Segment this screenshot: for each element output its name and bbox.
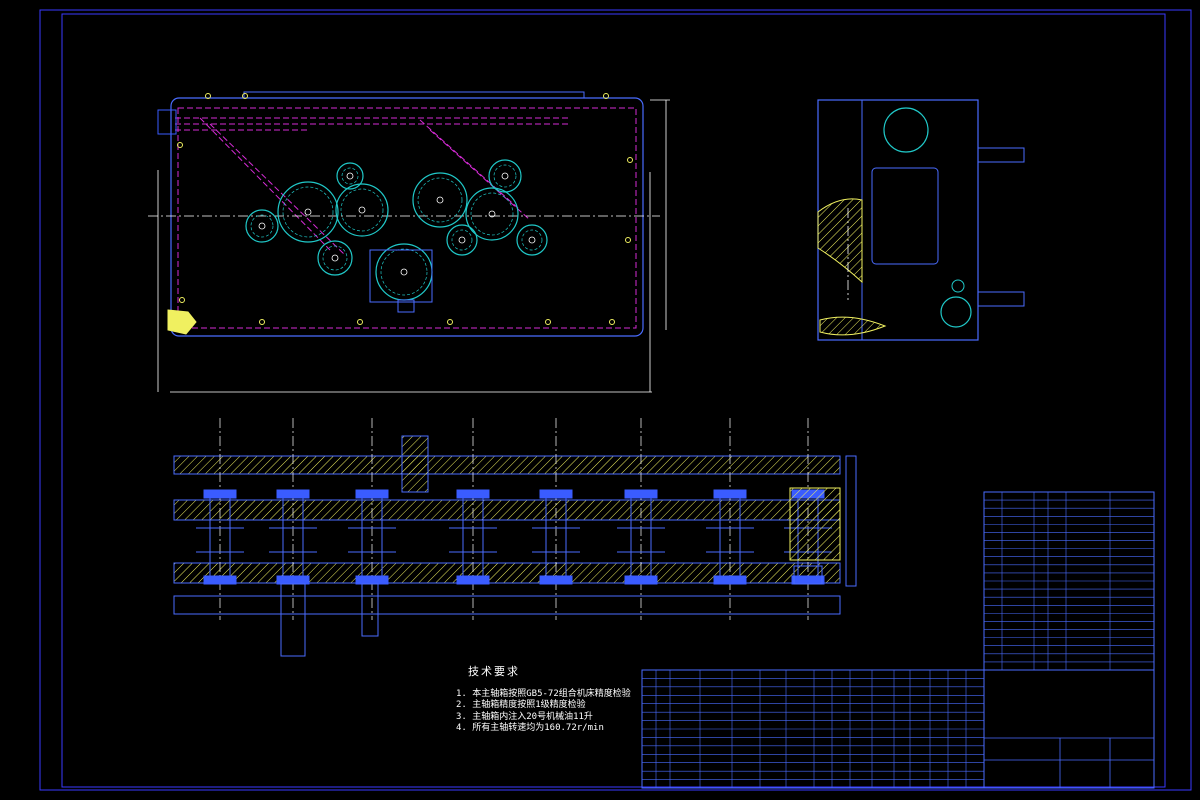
gear-circle — [488, 159, 522, 193]
technical-requirements-title: 技术要求 — [468, 665, 520, 678]
gear-circle — [446, 224, 478, 256]
fixing-hole — [545, 319, 551, 325]
bearing — [203, 575, 237, 585]
side-gear — [951, 279, 965, 293]
gear-circle — [412, 172, 468, 228]
fixing-hole — [259, 319, 265, 325]
oil-pipe-diagonal — [199, 117, 331, 251]
spindle-center — [488, 210, 496, 218]
side-gear — [883, 107, 929, 153]
front-cover — [173, 595, 841, 615]
fixing-hole — [242, 93, 248, 99]
technical-requirement-note: 2. 主轴箱精度按照1级精度检验 — [456, 700, 586, 710]
bearing — [539, 489, 573, 499]
fixing-hole — [179, 297, 185, 303]
oil-pipe-diagonal — [419, 119, 521, 211]
gear-pitch-circle — [340, 188, 384, 232]
outer-frame — [39, 9, 1192, 791]
technical-requirement-note: 1. 本主轴箱按照GB5-72组合机床精度检验 — [456, 689, 631, 699]
bearing — [624, 489, 658, 499]
gear-pitch-circle — [417, 177, 463, 223]
technical-requirement-note: 3. 主轴箱内注入20号机械油11升 — [456, 712, 593, 722]
bearing — [713, 575, 747, 585]
gear-pitch-circle — [451, 229, 473, 251]
gear-pitch-circle — [341, 167, 359, 185]
hatched-flange — [817, 198, 863, 284]
housing-wall — [173, 562, 841, 584]
spindle-center — [304, 208, 312, 216]
bearing — [203, 489, 237, 499]
bearing — [355, 489, 389, 499]
fixing-hole — [357, 319, 363, 325]
oil-pump-block — [157, 109, 177, 135]
bearing — [539, 575, 573, 585]
spindle-center — [346, 172, 354, 180]
spindle-center — [258, 222, 266, 230]
gear-circle — [335, 183, 389, 237]
spindle-center — [331, 254, 339, 262]
spindle-center — [528, 236, 536, 244]
title-block — [983, 669, 1155, 789]
bearing — [276, 575, 310, 585]
inner-cavity — [177, 107, 637, 329]
spindle-center — [400, 268, 408, 276]
gear-circle — [465, 187, 519, 241]
gear-pitch-circle — [493, 164, 517, 188]
side-gear — [940, 296, 972, 328]
gear-pitch-circle — [470, 192, 514, 236]
fixing-hole — [205, 93, 211, 99]
top-flange — [243, 91, 585, 99]
gear-circle — [375, 243, 433, 301]
bearing — [624, 575, 658, 585]
drive-shaft-end — [397, 299, 415, 313]
fixing-hole — [603, 93, 609, 99]
spindle-center — [358, 206, 366, 214]
gear-pitch-circle — [250, 214, 274, 238]
side-shaft — [977, 147, 1025, 163]
spindle-center — [501, 172, 509, 180]
gear-pitch-circle — [322, 245, 348, 271]
housing-wall — [173, 455, 841, 475]
oil-plug — [167, 309, 197, 335]
extended-spindle — [361, 583, 379, 637]
oil-pump-section — [789, 487, 841, 561]
oil-gauge — [819, 316, 887, 336]
oil-pipe-diagonal — [429, 129, 531, 221]
spindle-center — [436, 196, 444, 204]
gear-pitch-circle — [282, 186, 334, 238]
fixing-hole — [609, 319, 615, 325]
gear-circle — [317, 240, 353, 276]
bearing — [713, 489, 747, 499]
technical-requirement-note: 4. 所有主轴转速均为160.72r/min — [456, 723, 604, 733]
gear-circle — [277, 181, 339, 243]
fixing-hole — [625, 237, 631, 243]
bearing — [456, 575, 490, 585]
bearing — [791, 575, 825, 585]
fixing-hole — [627, 157, 633, 163]
side-view-plate — [861, 99, 979, 341]
gear-circle — [336, 162, 364, 190]
drive-shaft-housing — [369, 249, 433, 303]
spindle-center — [458, 236, 466, 244]
side-shaft — [977, 291, 1025, 307]
gear-circle — [516, 224, 548, 256]
fixing-hole — [177, 142, 183, 148]
gear-pitch-circle — [521, 229, 543, 251]
fixing-hole — [447, 319, 453, 325]
bearing — [355, 575, 389, 585]
bearing — [456, 489, 490, 499]
oil-pump-body — [793, 565, 823, 585]
drive-shaft — [401, 435, 429, 493]
extended-spindle — [280, 583, 306, 657]
gear-pitch-circle — [380, 248, 428, 296]
inner-frame — [61, 13, 1166, 788]
gear-circle — [245, 209, 279, 243]
oil-pipe-diagonal — [209, 123, 346, 256]
end-plate — [845, 455, 857, 587]
side-cover — [871, 167, 939, 265]
bearing — [276, 489, 310, 499]
